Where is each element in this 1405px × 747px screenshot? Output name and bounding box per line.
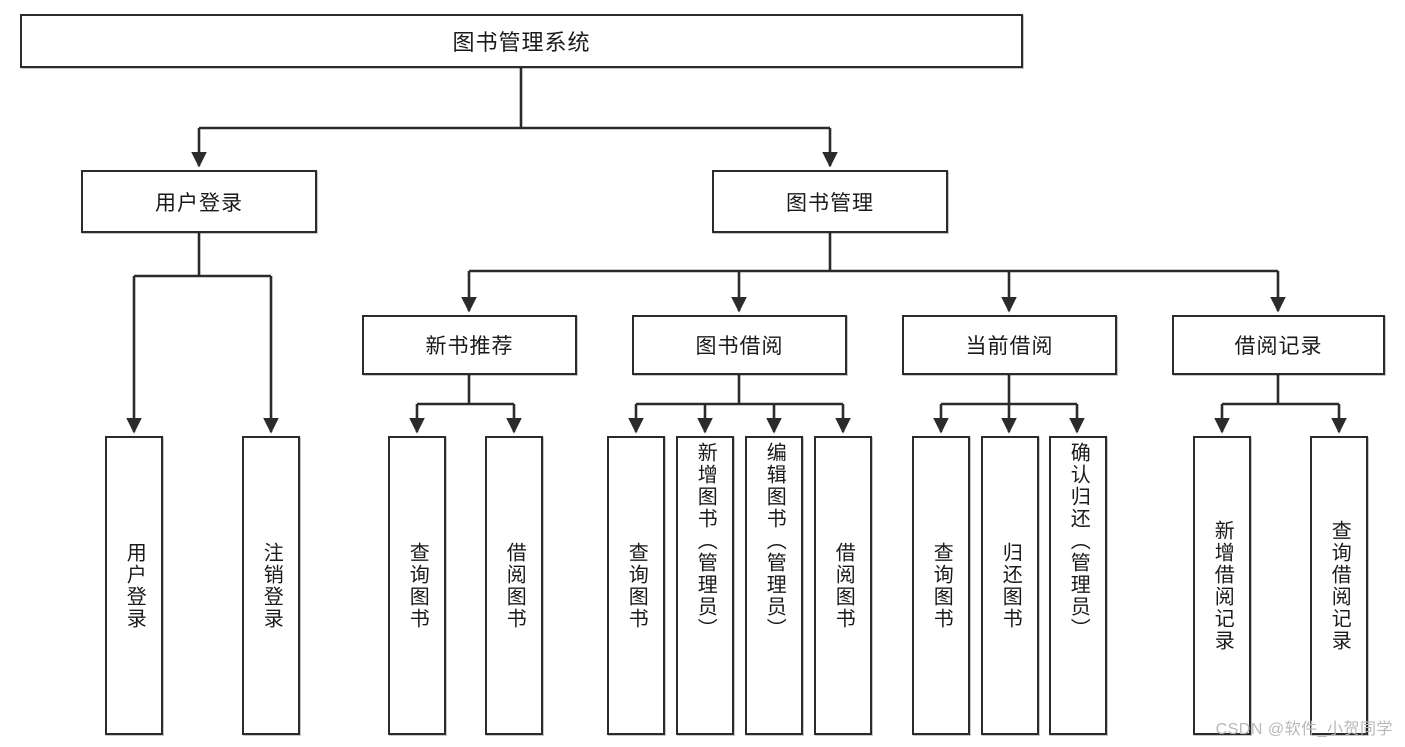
leaf-label: 新增图书（管理员）: [694, 442, 717, 640]
leaf-label: 编辑图书（管理员）: [763, 442, 786, 640]
leaf-label: 查询图书: [930, 541, 953, 630]
leaf-new-book-query[interactable]: 查询图书: [388, 436, 446, 735]
leaf-label: 借阅图书: [832, 541, 855, 630]
leaf-label: 归还图书: [999, 541, 1022, 630]
leaf-new-book-borrow[interactable]: 借阅图书: [485, 436, 543, 735]
leaf-label: 查询图书: [406, 541, 429, 630]
leaf-book-borrow-add[interactable]: 新增图书（管理员）: [676, 436, 734, 735]
leaf-book-borrow-borrow[interactable]: 借阅图书: [814, 436, 872, 735]
leaf-current-borrow-return[interactable]: 归还图书: [981, 436, 1039, 735]
node-new-book-recommend[interactable]: 新书推荐: [362, 315, 577, 375]
leaf-user-login-login[interactable]: 用户登录: [105, 436, 163, 735]
leaf-user-login-logout[interactable]: 注销登录: [242, 436, 300, 735]
leaf-label: 用户登录: [123, 541, 146, 630]
leaf-current-borrow-query[interactable]: 查询图书: [912, 436, 970, 735]
leaf-label: 查询图书: [625, 541, 648, 630]
leaf-book-borrow-edit[interactable]: 编辑图书（管理员）: [745, 436, 803, 735]
leaf-book-borrow-query[interactable]: 查询图书: [607, 436, 665, 735]
watermark: CSDN @软件_小贺同学: [1215, 721, 1393, 738]
node-borrow-records[interactable]: 借阅记录: [1172, 315, 1385, 375]
leaf-current-borrow-confirm-return[interactable]: 确认归还（管理员）: [1049, 436, 1107, 735]
node-user-login[interactable]: 用户登录: [81, 170, 317, 233]
node-book-management[interactable]: 图书管理: [712, 170, 948, 233]
leaf-label: 新增借阅记录: [1211, 519, 1234, 652]
node-book-borrow[interactable]: 图书借阅: [632, 315, 847, 375]
leaf-label: 注销登录: [260, 541, 283, 630]
leaf-label: 确认归还（管理员）: [1067, 442, 1090, 640]
leaf-borrow-records-query[interactable]: 查询借阅记录: [1310, 436, 1368, 735]
leaf-label: 借阅图书: [503, 541, 526, 630]
node-current-borrow[interactable]: 当前借阅: [902, 315, 1117, 375]
leaf-borrow-records-add[interactable]: 新增借阅记录: [1193, 436, 1251, 735]
node-root[interactable]: 图书管理系统: [20, 14, 1023, 68]
leaf-label: 查询借阅记录: [1328, 519, 1351, 652]
